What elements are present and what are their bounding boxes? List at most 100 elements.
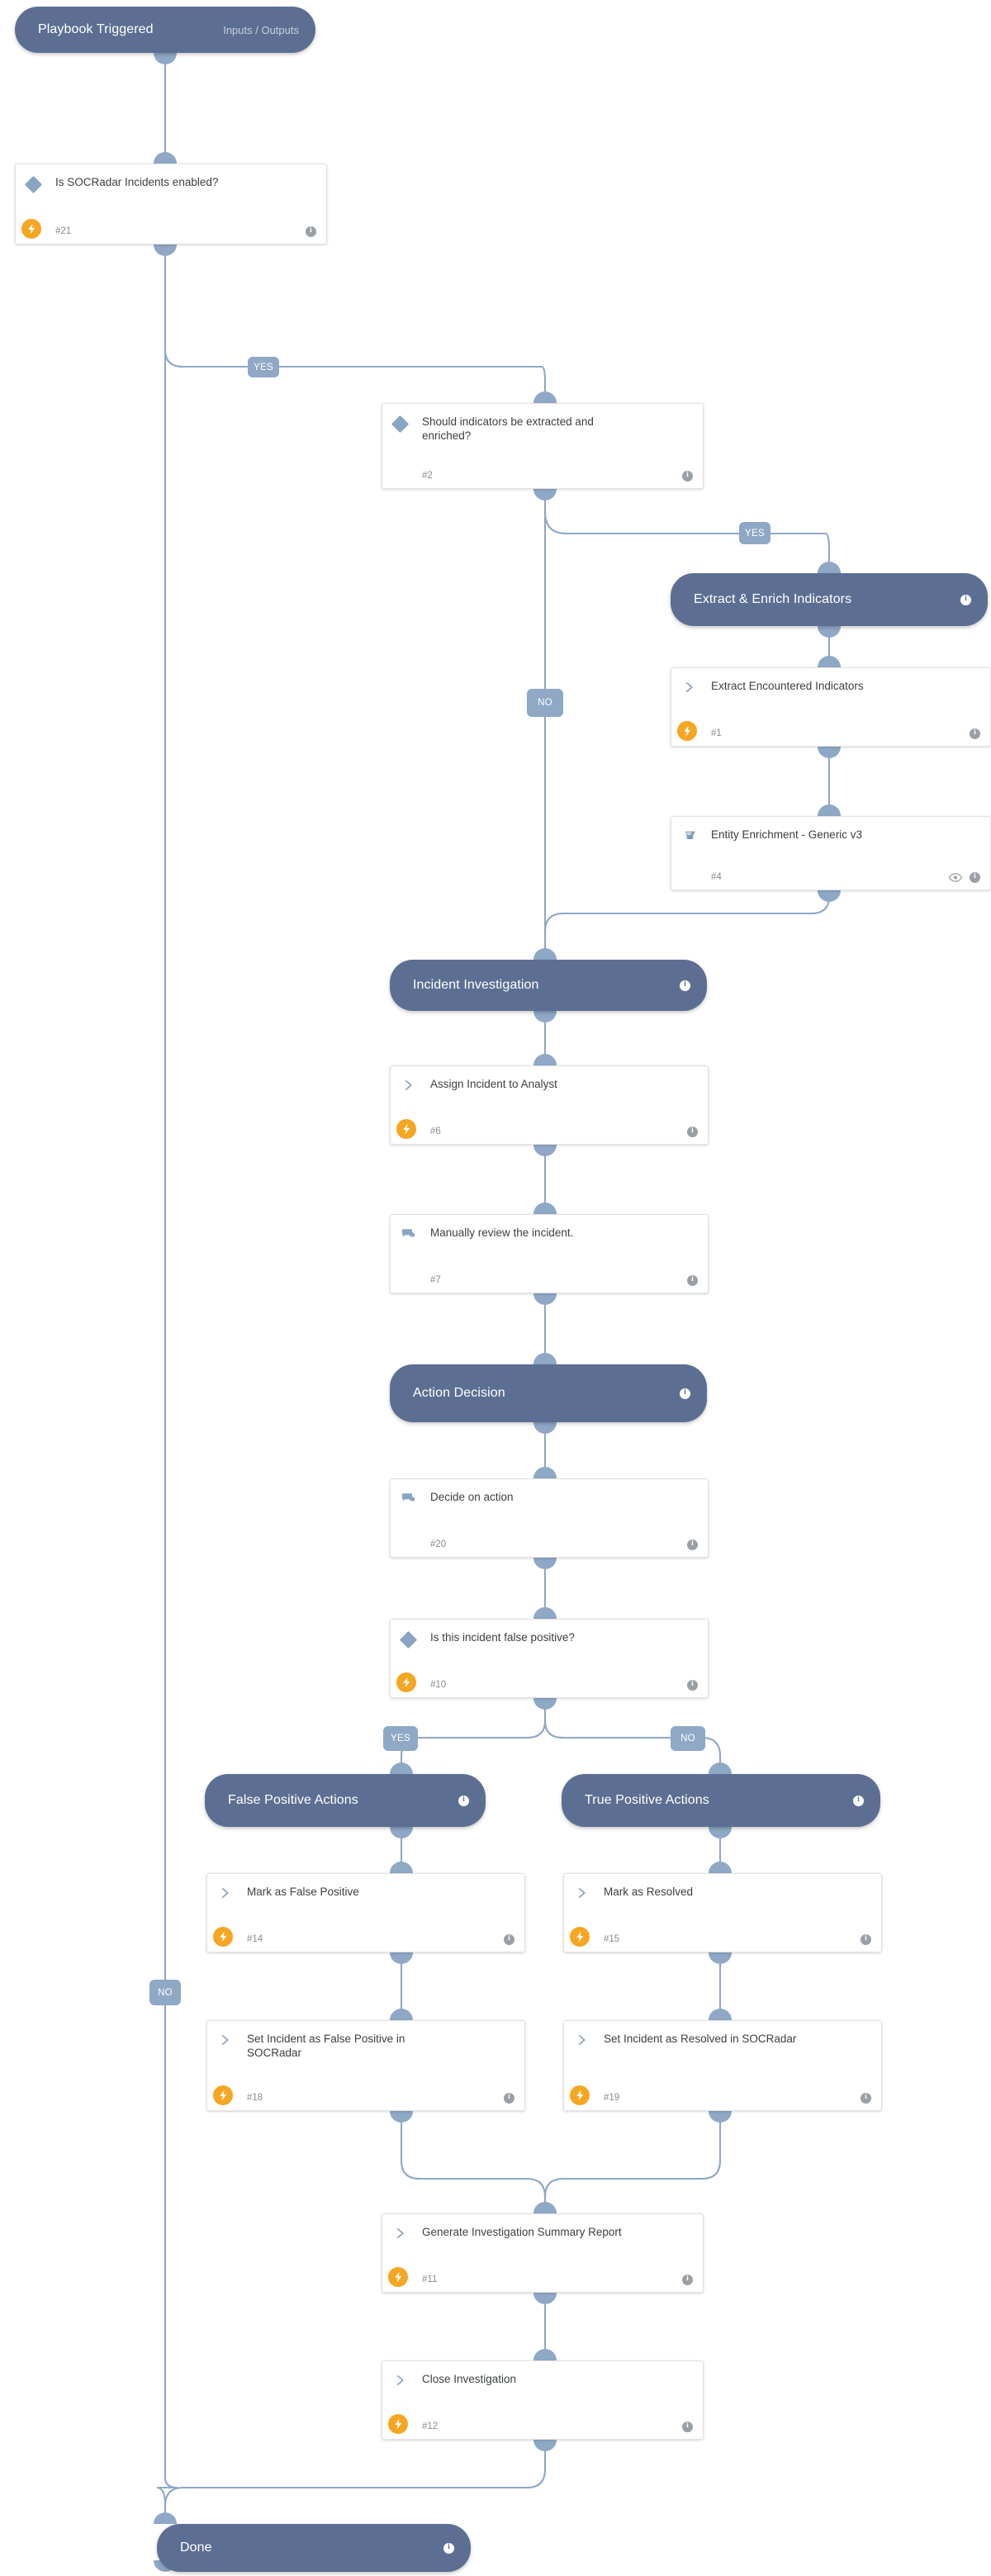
node-id: #10 xyxy=(430,1680,447,1690)
node-set-incident-as-false-positive-in-socradar[interactable]: Set Incident as False Positive in SOCRad… xyxy=(206,2020,525,2111)
node-id: #18 xyxy=(247,2093,263,2103)
info-icon[interactable]: i xyxy=(306,225,316,237)
diamond-icon xyxy=(391,414,415,433)
node-actions: i xyxy=(853,1795,864,1806)
node-should-indicators-be-extracted[interactable]: Should indicators be extracted and enric… xyxy=(382,403,704,489)
info-icon[interactable]: i xyxy=(443,2542,454,2554)
node-set-incident-as-resolved-in-socradar[interactable]: Set Incident as Resolved in SOCRadar #19… xyxy=(563,2020,882,2111)
eye-icon[interactable] xyxy=(949,872,962,882)
chat-icon xyxy=(402,1225,424,1243)
info-icon[interactable]: i xyxy=(861,2092,871,2104)
node-id: #2 xyxy=(422,471,433,481)
node-true-positive-actions-section[interactable]: True Positive Actions i xyxy=(562,1774,880,1827)
node-done[interactable]: Done i xyxy=(157,2524,471,2572)
node-mark-as-false-positive[interactable]: Mark as False Positive #14 i xyxy=(206,1873,525,1952)
node-title: Is this incident false positive? xyxy=(430,1631,575,1644)
info-icon[interactable]: i xyxy=(687,1274,698,1286)
card-footer-actions: i xyxy=(504,1933,514,1945)
info-icon[interactable]: i xyxy=(970,871,980,883)
info-icon[interactable]: i xyxy=(504,1933,514,1945)
node-extract-encountered-indicators[interactable]: Extract Encountered Indicators #1 i xyxy=(671,667,991,747)
card-header: Close Investigation xyxy=(382,2361,703,2389)
automation-bolt-icon xyxy=(396,1672,416,1692)
info-icon[interactable]: i xyxy=(687,1679,698,1691)
node-title: Is SOCRadar Incidents enabled? xyxy=(55,176,219,188)
node-playbook-triggered[interactable]: Playbook Triggered Inputs / Outputs xyxy=(15,7,315,53)
info-icon[interactable]: i xyxy=(680,1388,690,1399)
card-header: Assign Incident to Analyst xyxy=(391,1066,708,1094)
info-icon[interactable]: i xyxy=(970,728,980,739)
node-title: Playbook Triggered xyxy=(38,22,154,36)
card-footer-actions: i xyxy=(687,1126,698,1137)
card-header: Generate Investigation Summary Report xyxy=(382,2214,703,2242)
info-icon[interactable]: i xyxy=(687,1539,698,1550)
chevron-right-icon xyxy=(402,1076,424,1094)
chevron-right-icon xyxy=(394,2224,415,2242)
node-is-this-incident-false-positive[interactable]: Is this incident false positive? #10 i xyxy=(390,1619,709,1698)
node-extract-enrich-indicators-section[interactable]: Extract & Enrich Indicators i xyxy=(671,573,988,626)
card-footer-actions: i xyxy=(970,728,980,739)
card-header: Entity Enrichment - Generic v3 xyxy=(671,817,990,845)
info-icon[interactable]: i xyxy=(504,2092,514,2104)
chevron-right-icon xyxy=(219,2031,240,2049)
node-close-investigation[interactable]: Close Investigation #12 i xyxy=(382,2360,704,2440)
node-actions: i xyxy=(680,1388,690,1399)
node-assign-incident-to-analyst[interactable]: Assign Incident to Analyst #6 i xyxy=(390,1065,709,1145)
card-footer: #21 i xyxy=(16,219,326,244)
card-footer-actions: i xyxy=(504,2092,514,2104)
node-false-positive-actions-section[interactable]: False Positive Actions i xyxy=(205,1774,486,1827)
node-title: Action Decision xyxy=(413,1386,505,1400)
edge-badge-socradar-yes: YES xyxy=(248,357,279,377)
node-title: Extract Encountered Indicators xyxy=(711,680,864,692)
info-icon[interactable]: i xyxy=(682,2421,693,2432)
info-icon[interactable]: i xyxy=(682,470,693,482)
automation-bolt-icon xyxy=(570,2085,590,2105)
node-mark-as-resolved[interactable]: Mark as Resolved #15 i xyxy=(563,1873,882,1952)
info-icon[interactable]: i xyxy=(861,1933,871,1945)
card-footer: #10 i xyxy=(391,1672,708,1697)
node-title: Assign Incident to Analyst xyxy=(430,1078,557,1090)
node-title: True Positive Actions xyxy=(585,1793,709,1807)
node-actions: i xyxy=(960,594,971,605)
inputs-outputs-label[interactable]: Inputs / Outputs xyxy=(223,23,299,36)
node-generate-investigation-summary-report[interactable]: Generate Investigation Summary Report #1… xyxy=(382,2213,704,2293)
node-decide-on-action[interactable]: Decide on action #20 i xyxy=(390,1478,709,1558)
card-footer: #1 i xyxy=(671,721,990,746)
node-title: Generate Investigation Summary Report xyxy=(422,2226,622,2238)
node-id: #6 xyxy=(430,1127,441,1136)
info-icon[interactable]: i xyxy=(960,594,971,605)
node-id: #4 xyxy=(711,872,722,882)
card-header: Decide on action xyxy=(391,1479,708,1507)
chevron-right-icon xyxy=(683,678,704,696)
automation-bolt-icon xyxy=(388,2414,408,2434)
edge-badge-socradar-no: NO xyxy=(149,1980,181,2005)
automation-bolt-icon xyxy=(677,721,697,741)
edge-badge-fp-yes: YES xyxy=(383,1726,418,1751)
node-title: Set Incident as False Positive in SOCRad… xyxy=(247,2033,405,2059)
card-footer-actions: i xyxy=(861,1933,871,1945)
card-footer-actions: i xyxy=(682,2421,693,2432)
chat-icon xyxy=(402,1489,424,1507)
node-manually-review-the-incident[interactable]: Manually review the incident. #7 i xyxy=(390,1214,709,1293)
card-header: Is this incident false positive? xyxy=(391,1620,708,1649)
node-actions: i xyxy=(680,980,690,991)
info-icon[interactable]: i xyxy=(687,1126,698,1137)
info-icon[interactable]: i xyxy=(680,980,690,991)
node-title: Incident Investigation xyxy=(413,978,539,992)
node-is-socradar-incidents-enabled[interactable]: Is SOCRadar Incidents enabled? #21 i xyxy=(15,164,327,244)
node-id: #14 xyxy=(247,1934,263,1944)
node-title: Should indicators be extracted and enric… xyxy=(422,415,594,442)
node-title: Mark as False Positive xyxy=(247,1886,359,1898)
info-icon[interactable]: i xyxy=(682,2274,693,2285)
node-entity-enrichment-generic-v3[interactable]: Entity Enrichment - Generic v3 #4 i xyxy=(671,816,991,890)
node-incident-investigation-section[interactable]: Incident Investigation i xyxy=(390,960,707,1011)
chevron-right-icon xyxy=(219,1884,240,1902)
node-id: #1 xyxy=(711,728,722,738)
edge-badge-extract-no: NO xyxy=(527,689,563,717)
chevron-right-icon xyxy=(394,2371,415,2389)
node-action-decision-section[interactable]: Action Decision i xyxy=(390,1364,707,1422)
card-footer: #7 i xyxy=(391,1268,708,1293)
info-icon[interactable]: i xyxy=(458,1795,469,1806)
info-icon[interactable]: i xyxy=(853,1795,864,1806)
node-id: #11 xyxy=(422,2275,438,2284)
